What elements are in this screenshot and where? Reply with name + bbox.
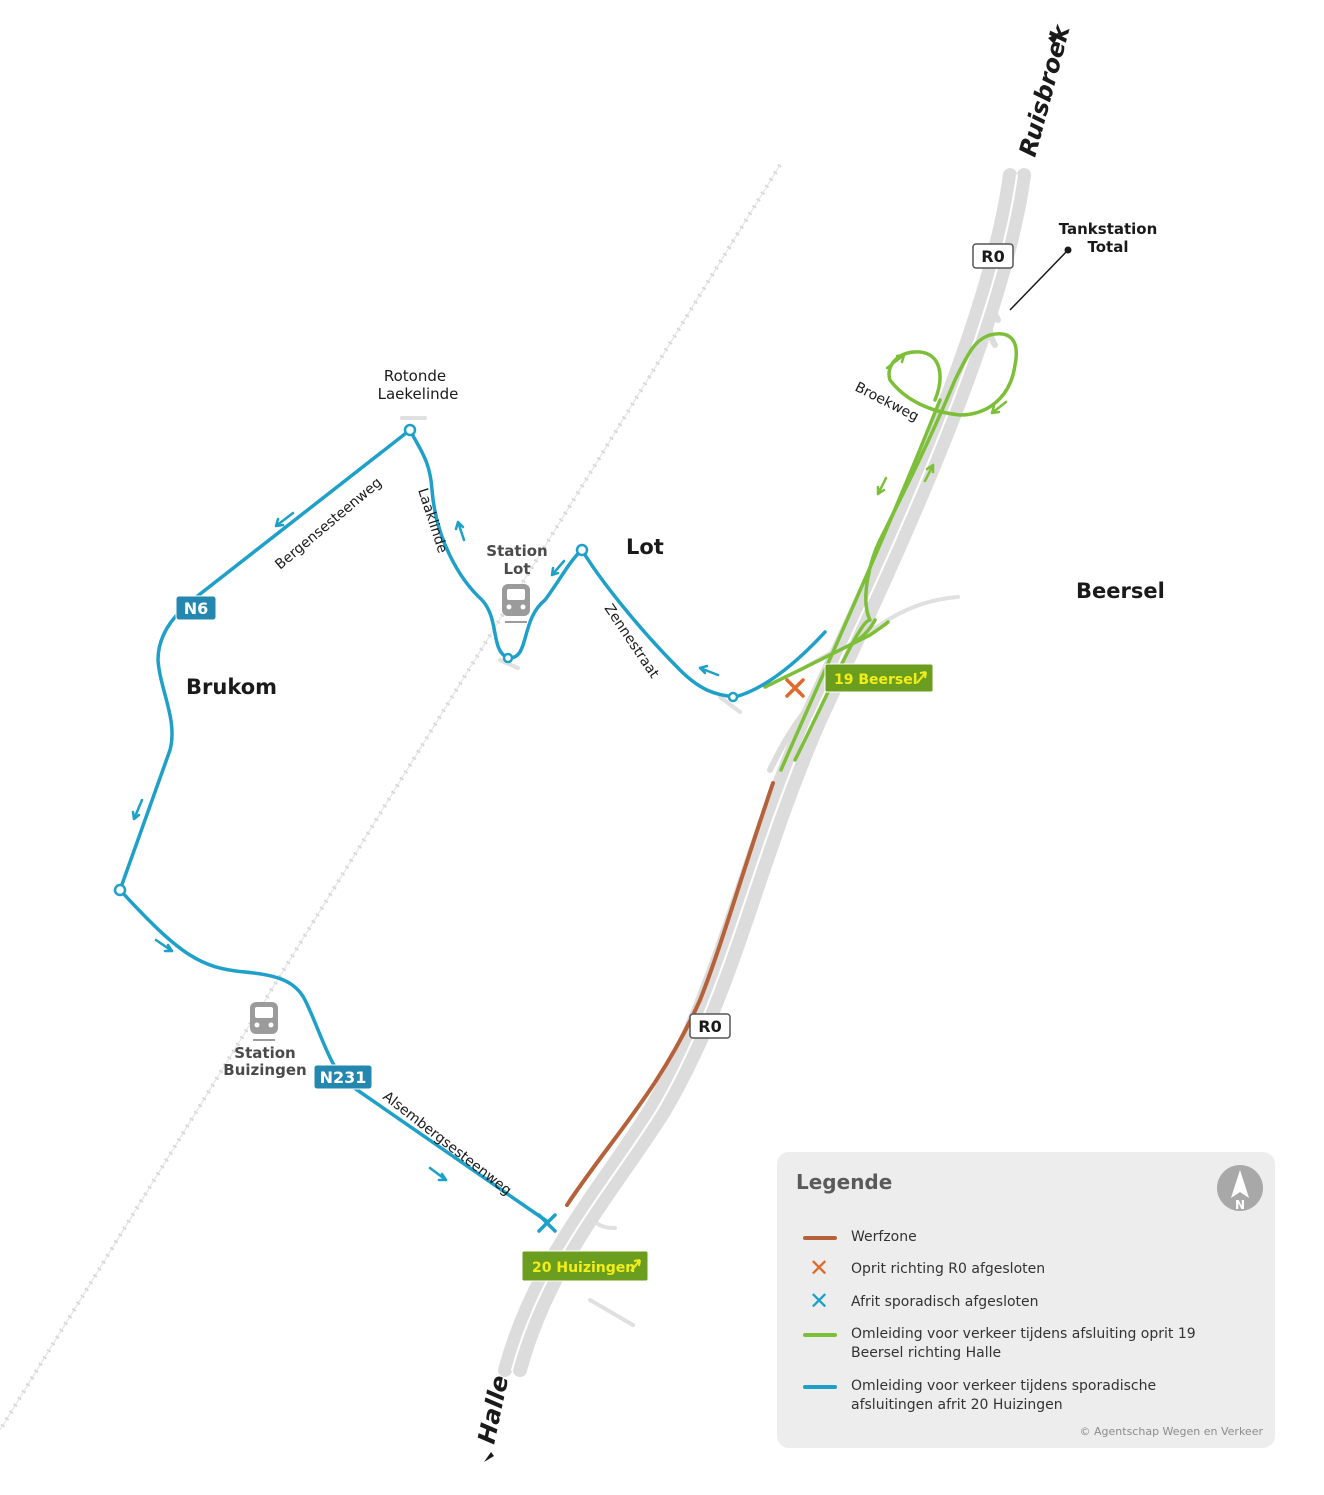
r0-shield-south: R0 [689, 1013, 731, 1039]
copyright-text: © Agentschap Wegen en Verkeer [1079, 1425, 1263, 1438]
exit-20-sign: 20 Huizingen [521, 1250, 649, 1282]
svg-text:N6: N6 [184, 599, 209, 618]
train-icon [502, 584, 530, 623]
legend-item-blue-detour: Omleiding voor verkeer tijdens sporadisc… [803, 1377, 1241, 1415]
direction-north: Ruisbroek [1014, 20, 1076, 159]
blue-junctions [113, 423, 739, 897]
orange-closed-marker [785, 678, 805, 698]
svg-text:N: N [1235, 1198, 1245, 1212]
svg-text:Station: Station [486, 542, 547, 560]
road-label-alsembergsesteenweg: Alsembergsesteenweg [380, 1089, 515, 1199]
svg-text:Lot: Lot [503, 560, 530, 578]
worksite-section [565, 781, 775, 1207]
svg-text:N231: N231 [320, 1068, 367, 1087]
place-label-beersel: Beersel [1076, 579, 1165, 603]
legend-panel: Legende N Werfzone ✕ Oprit richting R0 a… [777, 1152, 1275, 1448]
place-label-brukom: Brukom [186, 675, 277, 699]
svg-text:Buizingen: Buizingen [223, 1061, 306, 1079]
station-lot: Station Lot [486, 542, 548, 623]
svg-text:19 Beersel: 19 Beersel [834, 672, 918, 688]
blue-closed-marker [537, 1213, 557, 1233]
road-label-laaklinde: Laaklinde [414, 486, 450, 555]
svg-text:Station: Station [234, 1044, 295, 1062]
legend-item-green-detour: Omleiding voor verkeer tijdens afsluitin… [803, 1325, 1241, 1363]
place-label-tankstation-1: Tankstation [1059, 220, 1158, 238]
road-label-broekweg: Broekweg [852, 379, 921, 425]
tankstation-pointer [1009, 246, 1072, 311]
svg-text:20 Huizingen: 20 Huizingen [532, 1260, 635, 1276]
north-arrow-icon: N [1217, 1165, 1263, 1212]
svg-text:Ruisbroek: Ruisbroek [1014, 20, 1076, 159]
n231-shield: N231 [313, 1064, 373, 1090]
blue-arrows [131, 511, 720, 1182]
place-label-rotonde-2: Laekelinde [378, 385, 459, 403]
legend-item-oprit-afgesloten: ✕ Oprit richting R0 afgesloten [809, 1254, 1046, 1282]
place-label-rotonde-1: Rotonde [384, 367, 446, 385]
svg-text:R0: R0 [698, 1017, 721, 1036]
station-buizingen: Station Buizingen [223, 1002, 307, 1079]
green-detour [763, 332, 1018, 772]
n6-shield: N6 [175, 595, 217, 621]
place-label-lot: Lot [626, 535, 664, 559]
blue-detour [118, 428, 827, 1224]
direction-south: Halle [472, 1373, 514, 1462]
legend-item-werfzone: Werfzone [803, 1228, 1241, 1248]
legend-title: Legende [796, 1170, 893, 1194]
railway-line [0, 163, 782, 1432]
green-arrows [876, 353, 1008, 496]
svg-text:Halle: Halle [472, 1373, 514, 1446]
train-icon [250, 1002, 278, 1041]
svg-text:R0: R0 [981, 247, 1004, 266]
place-label-tankstation-2: Total [1088, 238, 1129, 256]
legend-item-afrit-afgesloten: ✕ Afrit sporadisch afgesloten [809, 1287, 1039, 1315]
exit-19-sign: 19 Beersel [824, 663, 934, 693]
r0-shield-north: R0 [972, 243, 1014, 269]
